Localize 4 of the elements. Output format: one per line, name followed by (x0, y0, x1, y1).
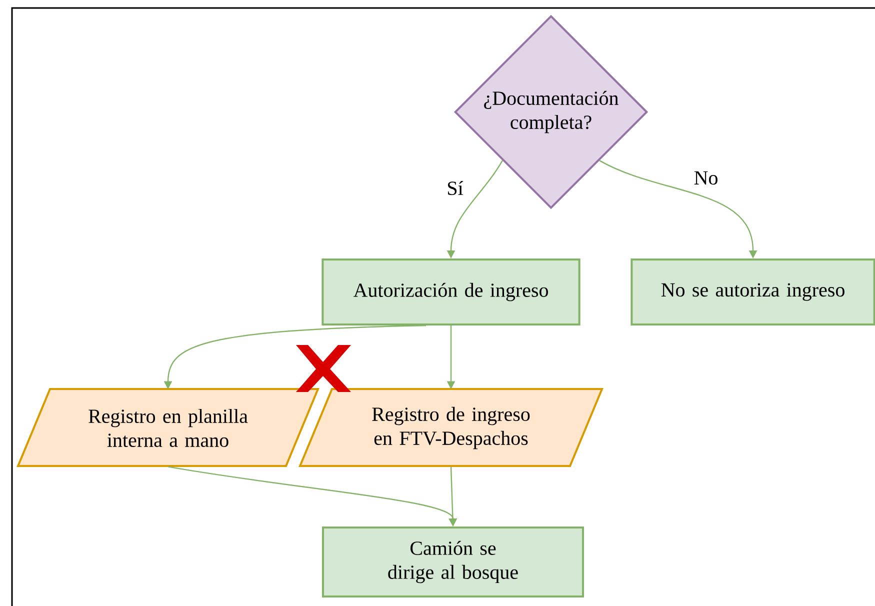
edge-label: No (692, 170, 720, 186)
process-box: Autorización de ingreso (322, 258, 580, 326)
process-box: No se autoriza ingreso (630, 258, 875, 326)
process-box: Camión se dirige al bosque (322, 526, 584, 598)
